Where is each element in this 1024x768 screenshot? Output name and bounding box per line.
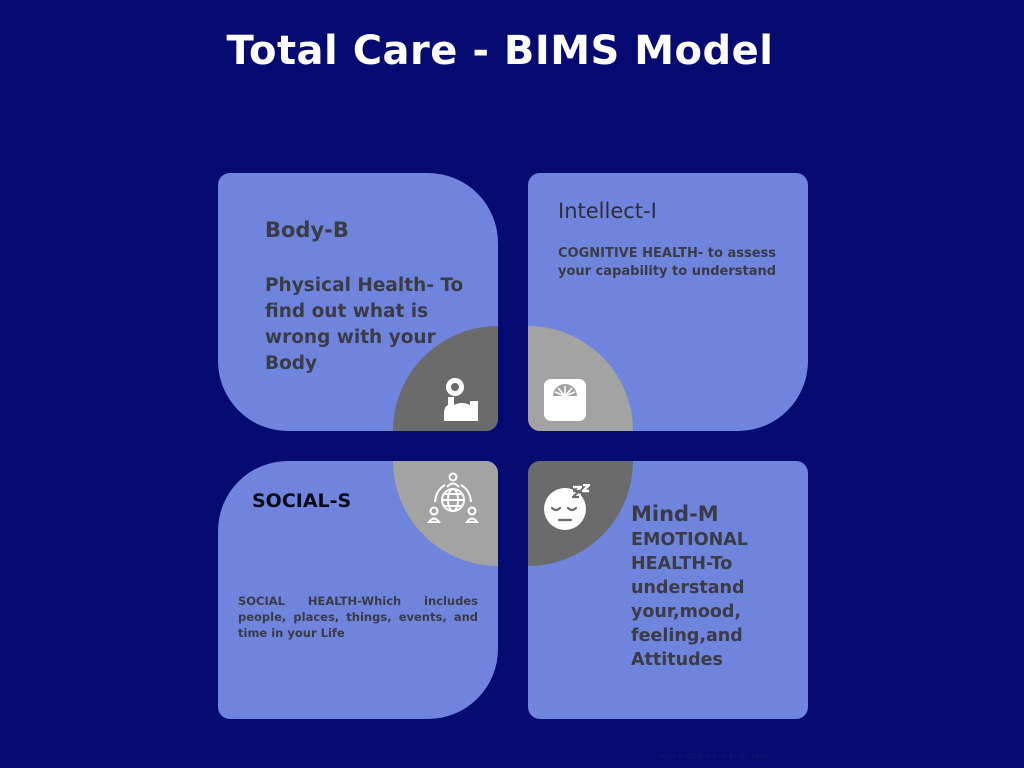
page-title: Total Care - BIMS Model bbox=[226, 28, 774, 74]
intellect-description: COGNITIVE HEALTH- to assess your capabil… bbox=[558, 246, 777, 279]
social-heading: SOCIAL-S bbox=[252, 490, 352, 512]
body-description: Physical Health- To find out what is wro… bbox=[265, 275, 464, 374]
mind-heading: Mind-M bbox=[631, 502, 719, 526]
social-description: SOCIAL HEALTH-Which includes people, pla… bbox=[238, 594, 478, 640]
flexed-arm-icon bbox=[444, 378, 478, 421]
intellect-heading: Intellect-I bbox=[558, 199, 657, 223]
scale-icon bbox=[544, 379, 586, 421]
footer-note: Add a little bit of body text bbox=[660, 752, 768, 761]
mind-description: EMOTIONAL HEALTH-To understand your,mood… bbox=[631, 530, 748, 670]
sleeping-face-icon bbox=[544, 484, 591, 530]
body-heading: Body-B bbox=[265, 218, 349, 242]
global-network-icon bbox=[427, 472, 479, 523]
